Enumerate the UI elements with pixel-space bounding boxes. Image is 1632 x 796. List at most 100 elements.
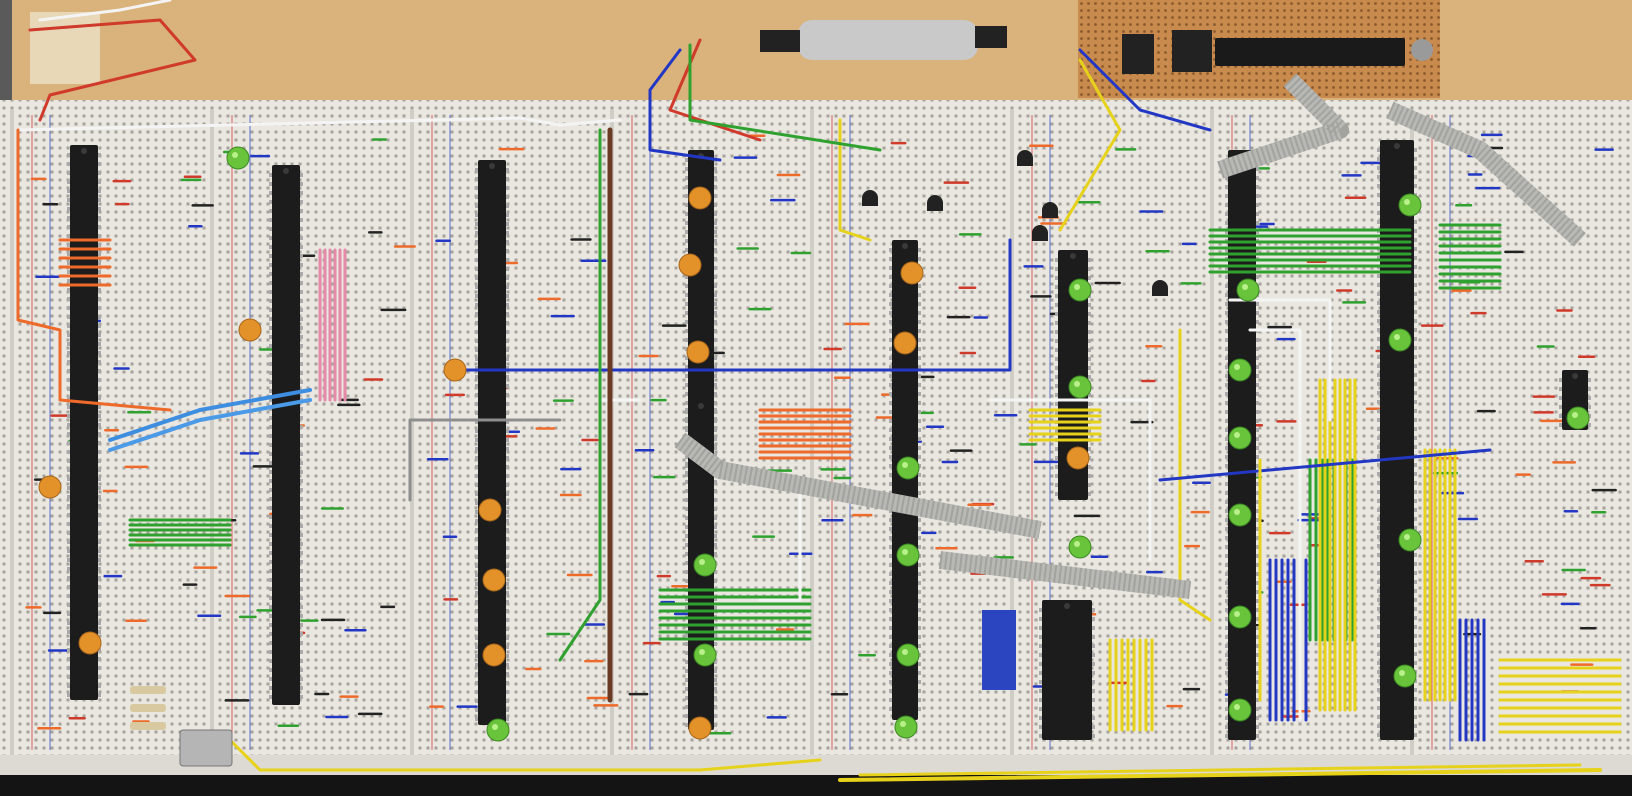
- chip-pin: [918, 347, 921, 351]
- chip-pin: [475, 429, 478, 433]
- transistor-icon: [1152, 280, 1168, 296]
- chip-pin: [506, 249, 509, 253]
- chip-pin: [1377, 562, 1380, 566]
- chip-pin: [475, 501, 478, 505]
- chip-pin: [1377, 409, 1380, 413]
- chip-pin: [918, 464, 921, 468]
- chip-pin: [1377, 454, 1380, 458]
- chip-pin: [918, 680, 921, 684]
- chip-pin: [98, 666, 101, 670]
- chip-pin: [1377, 733, 1380, 737]
- chip-pin: [98, 297, 101, 301]
- chip-pin: [506, 663, 509, 667]
- chip-pin: [918, 248, 921, 252]
- chip-pin: [475, 582, 478, 586]
- chip-pin: [67, 459, 70, 463]
- chip-pin: [98, 369, 101, 373]
- chip-pin: [1225, 689, 1228, 693]
- chip-pin: [1414, 184, 1417, 188]
- chip-pin: [1256, 212, 1259, 216]
- chip-pin: [506, 375, 509, 379]
- chip-pin: [918, 257, 921, 261]
- chip-pin: [475, 312, 478, 316]
- ribbon-cable-icon-stripes: [938, 551, 1192, 599]
- chip-pin: [98, 612, 101, 616]
- chip-pin: [714, 480, 717, 484]
- chip-pin: [1055, 447, 1058, 451]
- led-icon: [226, 146, 250, 170]
- chip-pin: [1225, 500, 1228, 504]
- chip-pin: [300, 200, 303, 204]
- chip-pin: [98, 630, 101, 634]
- chip-pin: [98, 567, 101, 571]
- chip-pin: [98, 216, 101, 220]
- chip-pin: [714, 525, 717, 529]
- led-icon: [1228, 503, 1252, 527]
- chip-pin: [1377, 715, 1380, 719]
- board-divider: [1210, 110, 1214, 760]
- led-highlight: [1234, 364, 1240, 370]
- transistor-icon: [862, 190, 878, 206]
- chip-pin: [1256, 347, 1259, 351]
- chip-pin: [506, 168, 509, 172]
- chip-pin: [714, 203, 717, 207]
- cable-clip: [30, 12, 100, 84]
- white-wire: [38, 0, 172, 22]
- chip-pin: [714, 230, 717, 234]
- chip-pin: [475, 618, 478, 622]
- chip-pin: [475, 600, 478, 604]
- chip-pin: [475, 519, 478, 523]
- chip-pin: [300, 371, 303, 375]
- ribbon-cable-icon: [1386, 101, 1587, 247]
- chip-pin: [1377, 355, 1380, 359]
- chip-pin: [1414, 652, 1417, 656]
- chip-pin: [98, 171, 101, 175]
- chip-pin: [889, 320, 892, 324]
- chip-pin: [475, 654, 478, 658]
- transistor-icon: [1042, 202, 1058, 218]
- chip-pin: [475, 375, 478, 379]
- chip-pin: [475, 231, 478, 235]
- chip-notch: [1064, 603, 1070, 609]
- chip-pin: [1377, 319, 1380, 323]
- led-highlight: [1399, 670, 1405, 676]
- chip-pin: [889, 329, 892, 333]
- chip-pin: [1256, 383, 1259, 387]
- chip-pin: [918, 572, 921, 576]
- yellow-wire: [838, 768, 1602, 782]
- screw-icon: [1411, 39, 1433, 61]
- chip-pin: [889, 446, 892, 450]
- chip-pin: [685, 356, 688, 360]
- chip-pin: [1377, 166, 1380, 170]
- chip-pin: [1039, 626, 1042, 630]
- chip-pin: [67, 369, 70, 373]
- chip-pin: [1414, 607, 1417, 611]
- chip-pin: [1092, 653, 1095, 657]
- chip-pin: [1225, 437, 1228, 441]
- chip-pin: [889, 455, 892, 459]
- chip-pin: [1225, 383, 1228, 387]
- chip-pin: [506, 456, 509, 460]
- chip-pin: [98, 603, 101, 607]
- chip-pin: [1256, 176, 1259, 180]
- led-icon: [1068, 375, 1092, 399]
- chip-pin: [1256, 671, 1259, 675]
- chip-pin: [918, 419, 921, 423]
- chip-pin: [889, 563, 892, 567]
- chip-pin: [1256, 527, 1259, 531]
- chip-pin: [685, 203, 688, 207]
- chip-pin: [1256, 185, 1259, 189]
- chip-pin: [506, 213, 509, 217]
- chip-pin: [685, 543, 688, 547]
- chip-pin: [1055, 366, 1058, 370]
- chip-pin: [506, 420, 509, 424]
- chip-pin: [1055, 330, 1058, 334]
- chip-pin: [67, 243, 70, 247]
- chip-pin: [1039, 644, 1042, 648]
- blue-wire: [648, 48, 722, 162]
- chip-pin: [475, 393, 478, 397]
- chip-pin: [1414, 598, 1417, 602]
- chip-pin: [300, 344, 303, 348]
- chip-pin: [685, 498, 688, 502]
